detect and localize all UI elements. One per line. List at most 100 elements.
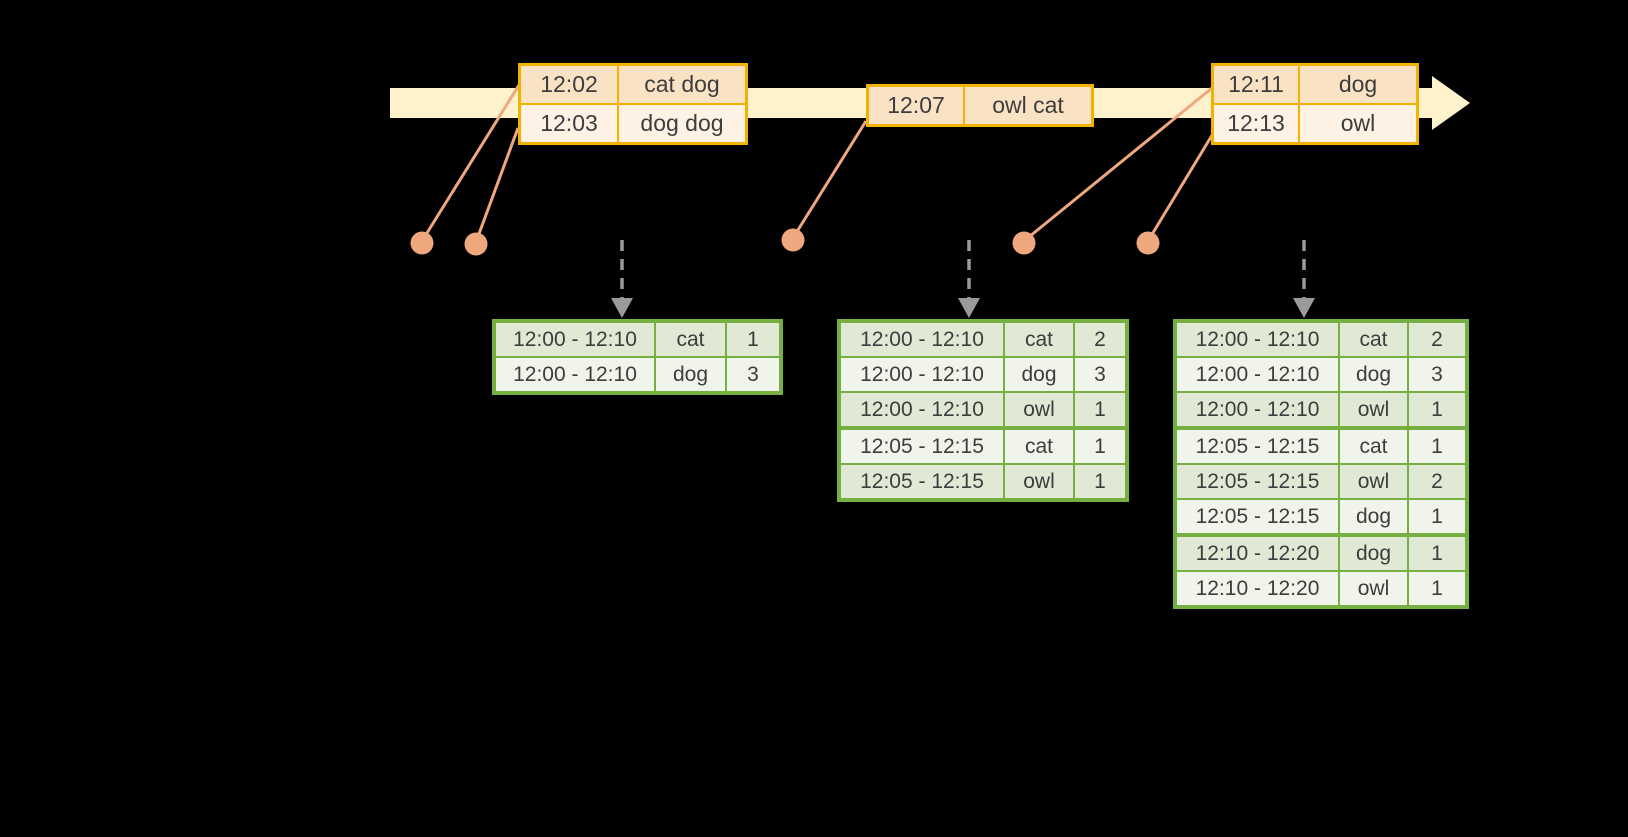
event-connector-line [474, 127, 520, 243]
word-cell: owl [1003, 391, 1075, 429]
count-cell: 3 [1073, 356, 1128, 393]
event-connector-line [1146, 131, 1216, 242]
event-time-cell: 12:13 [1211, 103, 1300, 145]
word-cell: cat [1003, 426, 1075, 465]
event-time-cell: 12:11 [1211, 63, 1300, 105]
window-cell: 12:05 - 12:15 [838, 426, 1005, 465]
window-cell: 12:10 - 12:20 [1174, 570, 1340, 608]
count-cell: 2 [1407, 320, 1468, 358]
event-time-cell: 12:07 [866, 84, 965, 127]
window-cell: 12:00 - 12:10 [838, 391, 1005, 429]
count-cell: 1 [1073, 391, 1128, 429]
trigger-arrowhead-icon [1293, 298, 1315, 318]
event-dot-icon [1136, 231, 1160, 255]
window-cell: 12:00 - 12:10 [493, 320, 656, 358]
event-words-cell: dog [1298, 63, 1419, 105]
count-cell: 1 [1407, 570, 1468, 608]
event-words-cell: dog dog [617, 103, 748, 145]
count-cell: 1 [1407, 391, 1468, 429]
window-cell: 12:05 - 12:15 [838, 463, 1005, 501]
word-cell: owl [1338, 570, 1409, 608]
count-cell: 1 [1073, 426, 1128, 465]
event-time-cell: 12:02 [518, 63, 619, 105]
word-cell: cat [654, 320, 727, 358]
window-cell: 12:00 - 12:10 [1174, 391, 1340, 429]
event-words-cell: owl [1298, 103, 1419, 145]
word-cell: owl [1338, 463, 1409, 500]
window-cell: 12:00 - 12:10 [1174, 320, 1340, 358]
event-dot-icon [410, 231, 434, 255]
word-cell: dog [1003, 356, 1075, 393]
event-connector-line [791, 120, 868, 239]
count-cell: 3 [1407, 356, 1468, 393]
window-cell: 12:00 - 12:10 [493, 356, 656, 394]
count-cell: 1 [1407, 533, 1468, 572]
event-dot-icon [781, 228, 805, 252]
window-cell: 12:00 - 12:10 [838, 356, 1005, 393]
event-connector-line [420, 84, 521, 242]
event-words-cell: owl cat [963, 84, 1094, 127]
word-cell: cat [1003, 320, 1075, 358]
word-cell: dog [1338, 533, 1409, 572]
timeline-arrowhead-icon [1432, 76, 1470, 130]
event-words-cell: cat dog [617, 63, 748, 105]
count-cell: 1 [725, 320, 782, 358]
count-cell: 1 [1073, 463, 1128, 501]
word-cell: dog [1338, 498, 1409, 536]
count-cell: 3 [725, 356, 782, 394]
count-cell: 1 [1407, 426, 1468, 465]
window-cell: 12:00 - 12:10 [1174, 356, 1340, 393]
event-dot-icon [464, 232, 488, 256]
word-cell: dog [1338, 356, 1409, 393]
event-time-cell: 12:03 [518, 103, 619, 145]
trigger-arrowhead-icon [958, 298, 980, 318]
window-cell: 12:05 - 12:15 [1174, 426, 1340, 465]
word-cell: owl [1338, 391, 1409, 429]
word-cell: cat [1338, 426, 1409, 465]
event-connector-line [1023, 86, 1213, 243]
word-cell: dog [654, 356, 727, 394]
window-cell: 12:05 - 12:15 [1174, 463, 1340, 500]
event-dot-icon [1012, 231, 1036, 255]
window-cell: 12:00 - 12:10 [838, 320, 1005, 358]
window-cell: 12:10 - 12:20 [1174, 533, 1340, 572]
word-cell: cat [1338, 320, 1409, 358]
window-cell: 12:05 - 12:15 [1174, 498, 1340, 536]
count-cell: 2 [1407, 463, 1468, 500]
count-cell: 1 [1407, 498, 1468, 536]
word-cell: owl [1003, 463, 1075, 501]
